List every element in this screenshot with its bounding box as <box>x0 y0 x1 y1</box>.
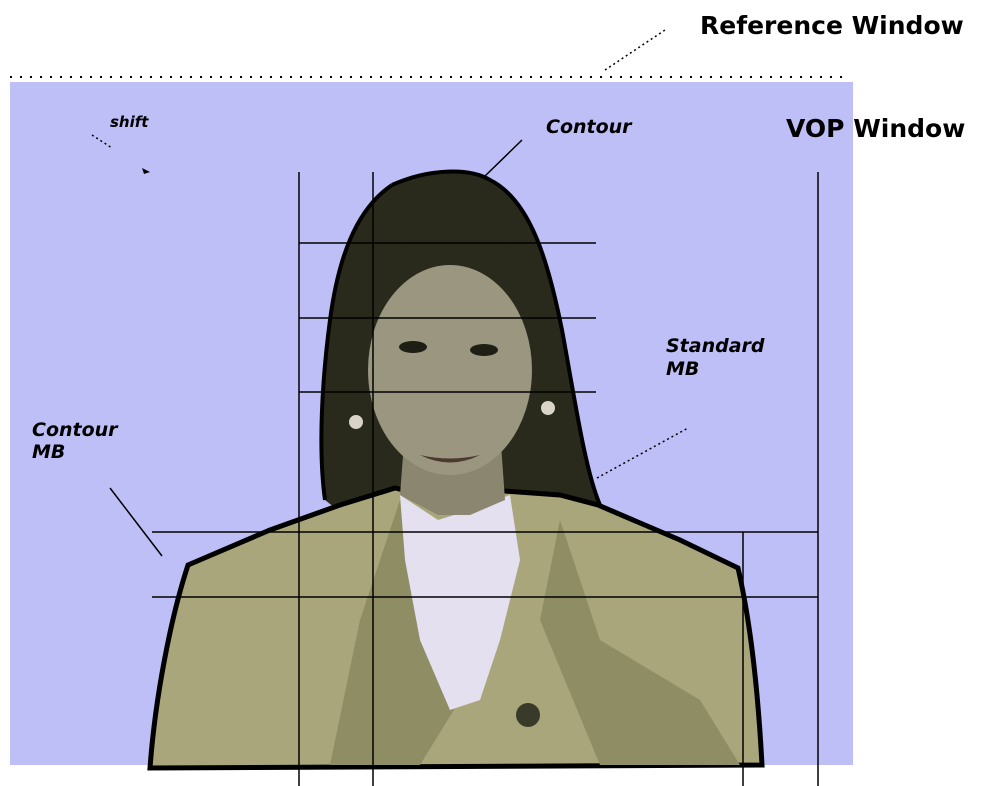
blouse-shape <box>400 495 520 710</box>
jacket-shadow <box>330 500 460 765</box>
contour-mb-label-line2: MB <box>32 441 65 463</box>
mouth <box>420 455 480 463</box>
brooch <box>516 703 540 727</box>
reference-window-label: Reference Window <box>700 11 964 40</box>
left-earring <box>347 413 365 431</box>
contour-leader <box>484 139 523 177</box>
contour-label: Contour <box>546 116 633 138</box>
standard-mb-leader <box>596 427 689 479</box>
vop-window-label: VOP Window <box>786 114 965 143</box>
shift-arrowhead <box>142 168 150 174</box>
shift-label: shift <box>110 113 149 131</box>
contour-outline <box>391 169 602 506</box>
standard-mb-label-line2: MB <box>666 358 699 380</box>
bangs-shape <box>362 229 540 300</box>
shift-arrow <box>91 134 113 149</box>
right-earring <box>539 399 557 417</box>
macroblock-grid <box>152 172 819 786</box>
contour-mb-label-line1: Contour <box>32 419 119 441</box>
jacket-shadow-right <box>540 520 740 765</box>
reference-window-leader <box>604 29 666 71</box>
left-eye <box>399 341 427 353</box>
standard-mb-label-line1: Standard <box>666 335 765 357</box>
contour-outline-left <box>319 183 394 501</box>
face-shape <box>368 265 532 475</box>
contour-mb-leader <box>109 487 163 557</box>
right-eye <box>470 344 498 356</box>
